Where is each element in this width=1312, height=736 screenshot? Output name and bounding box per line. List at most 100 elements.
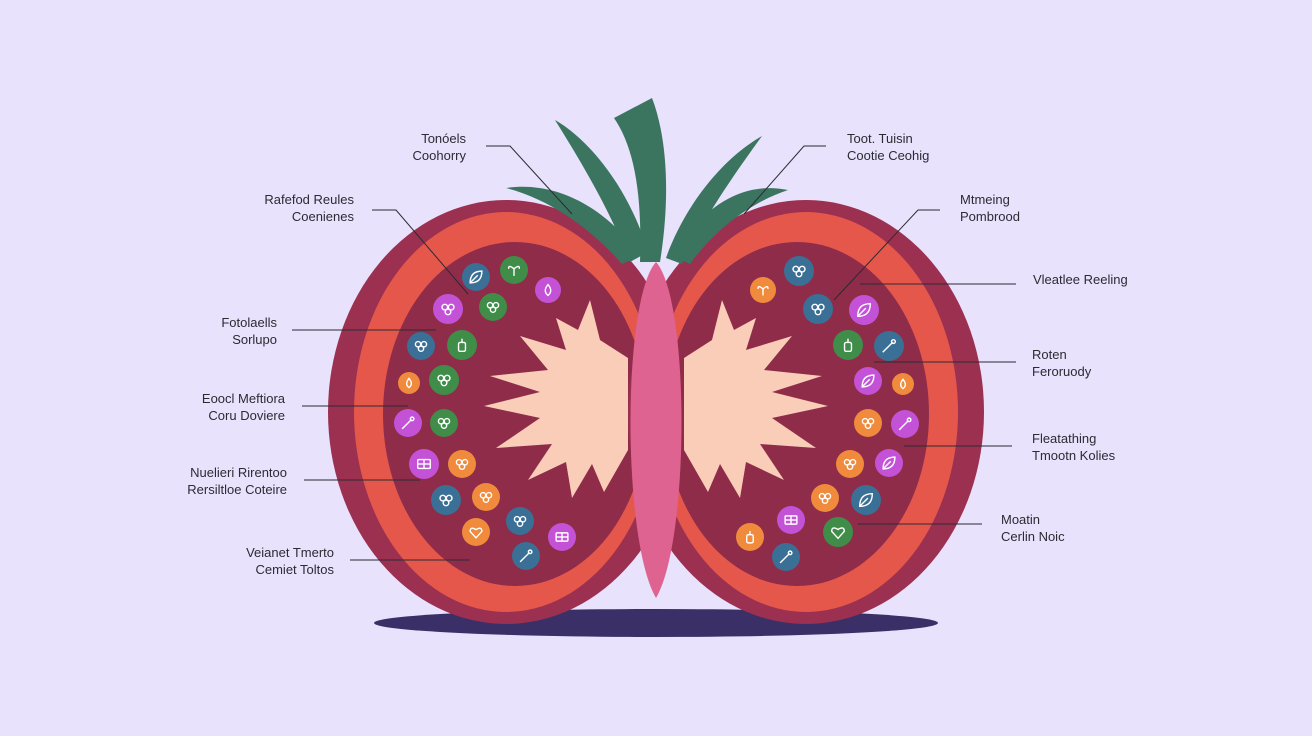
seed [462, 518, 490, 546]
seed [433, 294, 463, 324]
label-line: Cemiet Toltos [255, 562, 334, 577]
label-line: Tmootn Kolies [1032, 448, 1116, 463]
label-line: Tonóels [421, 131, 466, 146]
label-right-3: Vleatlee Reeling [1033, 271, 1128, 288]
seed [472, 483, 500, 511]
label-line: Vleatlee Reeling [1033, 272, 1128, 287]
drop-icon [899, 378, 907, 390]
seed [803, 294, 833, 324]
seed [462, 263, 490, 291]
cluster-icon [486, 301, 500, 313]
seed [429, 365, 459, 395]
seed [394, 409, 422, 437]
label-line: Cootie Ceohig [847, 148, 930, 163]
seed [823, 517, 853, 547]
tool-icon [779, 550, 793, 564]
label-line: Mtmeing [960, 192, 1010, 207]
leaf-icon [861, 374, 875, 388]
seed [512, 542, 540, 570]
seed [500, 256, 528, 284]
label-line: Feroruody [1032, 364, 1092, 379]
label-right-4: Roten Feroruody [1032, 346, 1091, 380]
leader-line-right-1 [743, 145, 826, 215]
bottle-icon [746, 531, 754, 544]
label-line: Moatin [1001, 512, 1041, 527]
seed [811, 484, 839, 512]
label-right-1: Toot. Tuisin Cootie Ceohig [847, 130, 929, 164]
grid-icon [555, 532, 569, 542]
cluster-icon [843, 458, 857, 470]
grid-icon [417, 458, 432, 470]
seed [891, 410, 919, 438]
label-line: Rersiltloe Coteire [187, 482, 287, 497]
seed [854, 409, 882, 437]
seed-circle [736, 523, 764, 551]
seed [506, 507, 534, 535]
cluster-icon [861, 417, 875, 429]
seed [736, 523, 764, 551]
tool-icon [898, 417, 912, 431]
seed-circle [462, 518, 490, 546]
label-left-5: Nuelieri Rirentoo Rersiltloe Coteire [187, 464, 287, 498]
tool-icon [519, 549, 533, 563]
leaf-icon [469, 270, 483, 284]
drop-icon [405, 377, 413, 389]
leaf-icon [858, 492, 874, 508]
seed [407, 332, 435, 360]
seed [447, 330, 477, 360]
tool-icon [401, 416, 415, 430]
sepal-right-lower [672, 188, 788, 264]
label-line: Coenienes [291, 209, 354, 224]
sprout-icon [507, 265, 521, 276]
sepal-left-upper [555, 120, 648, 262]
label-line: Sorlupo [232, 332, 277, 347]
tool-icon [882, 338, 896, 353]
seed [750, 277, 776, 303]
left-gel [484, 300, 628, 498]
cluster-icon [818, 492, 832, 504]
label-line: Roten [1032, 347, 1067, 362]
grid-icon [784, 515, 798, 525]
label-line: Fleatathing [1032, 431, 1097, 446]
seed [875, 449, 903, 477]
cluster-icon [455, 458, 469, 470]
seed [409, 449, 439, 479]
label-right-6: Moatin Cerlin Noic [1001, 511, 1065, 545]
seed [398, 372, 420, 394]
sepal-left-lower [506, 186, 640, 264]
bottle-icon [843, 338, 853, 353]
leaf-icon [882, 456, 896, 470]
heart-icon [469, 527, 483, 539]
sprout-icon [757, 286, 769, 296]
seed-circle [823, 517, 853, 547]
cluster-icon [479, 491, 493, 503]
label-right-5: Fleatathing Tmootn Kolies [1032, 430, 1115, 464]
leader-line-right-2 [833, 209, 940, 301]
drop-icon [544, 283, 552, 297]
seed-circle [398, 372, 420, 394]
cluster-icon [437, 374, 451, 387]
label-line: Fotolaells [221, 315, 277, 330]
leader-lines [292, 145, 1016, 561]
bottle-icon [457, 338, 467, 353]
seed [849, 295, 879, 325]
leader-line-left-2 [372, 209, 469, 295]
right-gel [684, 300, 828, 498]
label-line: Veianet Tmerto [246, 545, 334, 560]
seed [772, 543, 800, 571]
label-left-3: Fotolaells Sorlupo [221, 314, 277, 348]
label-left-4: Eoocl Meftiora Coru Doviere [202, 390, 285, 424]
label-line: Coohorry [412, 148, 466, 163]
label-line: Eoocl Meftiora [201, 391, 285, 406]
cluster-icon [811, 303, 825, 316]
seed [833, 330, 863, 360]
stem-center [614, 98, 667, 262]
seed [854, 367, 882, 395]
cluster-icon [437, 417, 451, 429]
seed [535, 277, 561, 303]
label-left-1: Tonóels Coohorry [413, 130, 466, 164]
seed-circle [535, 277, 561, 303]
cluster-icon [441, 303, 455, 316]
